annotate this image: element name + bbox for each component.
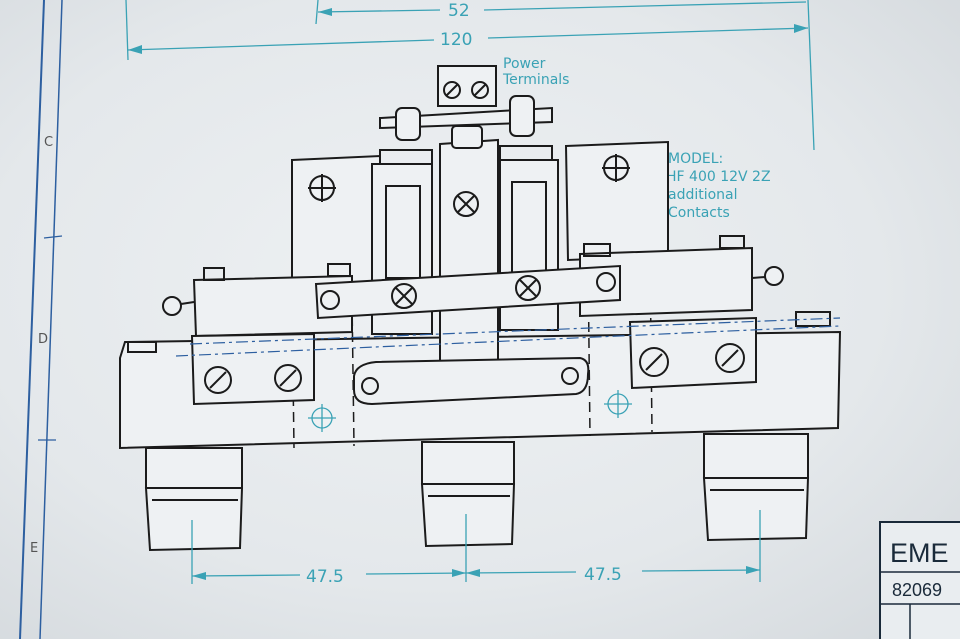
armature: [439, 125, 499, 374]
dimension-52: 52: [315, 0, 807, 25]
contact-block-left: [162, 263, 353, 406]
center-mark-right: [604, 390, 632, 418]
note-model-line1: MODEL:: [668, 151, 723, 167]
mounting-foot-right: [702, 433, 810, 542]
dimension-120: 120: [125, 0, 809, 61]
sheet-border-inner: [39, 0, 63, 639]
note-power-line2: Terminals: [502, 72, 569, 88]
title-block: EME 82069: [879, 521, 960, 639]
contact-arm: [314, 264, 621, 320]
note-model-line2: HF 400 12V 2Z: [666, 169, 771, 185]
mounting-foot-left: [144, 447, 244, 552]
mounting-foot-center: [420, 441, 516, 548]
dimension-bottom-left-label: 47.5: [306, 567, 344, 587]
dimension-120-label: 120: [440, 30, 472, 50]
sheet-border: [19, 0, 45, 639]
note-model-line3: additional: [668, 187, 738, 203]
title-block-number: 82069: [892, 580, 942, 600]
dimension-52-label: 52: [448, 1, 470, 21]
dimension-bottom: 47.5 47.5: [191, 510, 761, 587]
contact-block-right: [579, 235, 784, 390]
note-power-line1: Power: [503, 56, 546, 72]
zone-label-c: C: [44, 135, 53, 150]
dimension-bottom-right-label: 47.5: [584, 565, 622, 585]
center-mark-left: [308, 404, 336, 432]
lower-lever: [353, 356, 590, 406]
note-model-line4: Contacts: [668, 205, 730, 221]
zone-label-d: D: [38, 332, 48, 347]
title-block-company: EME: [890, 538, 949, 568]
power-terminal-block: [379, 65, 553, 141]
zone-label-e: E: [30, 541, 38, 556]
